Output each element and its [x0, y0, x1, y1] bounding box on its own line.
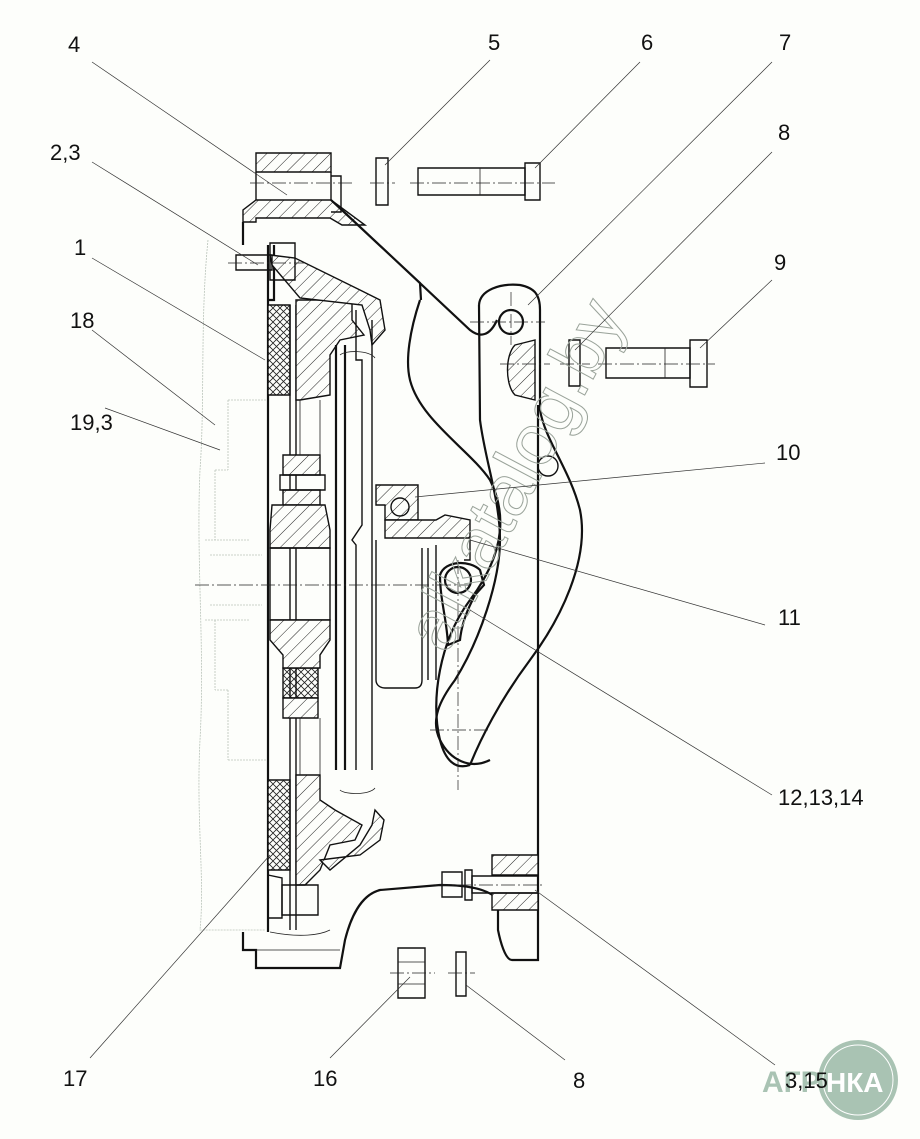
callout-5: 5: [488, 30, 500, 55]
logo-text-right: НКА: [826, 1067, 884, 1098]
callout-8-upper: 8: [778, 120, 790, 145]
callout-2-3: 2,3: [50, 140, 81, 165]
fasteners: [235, 157, 708, 999]
callout-16: 16: [313, 1066, 337, 1091]
callout-labels: 4 5 6 7 8 2,3 9 1 18 19,3 10 11 12,13,14…: [50, 30, 864, 1093]
callout-6: 6: [641, 30, 653, 55]
logo-circle: [818, 1040, 898, 1120]
watermark: alkatalog.by: [389, 286, 641, 664]
callout-17: 17: [63, 1066, 87, 1091]
flywheel-ghost-outline: [198, 239, 268, 931]
callout-10: 10: [776, 440, 800, 465]
callout-4: 4: [68, 32, 80, 57]
logo-circle-ring: [822, 1044, 894, 1116]
clutch-disc-stack: [266, 245, 386, 932]
agronka-logo: АГРО НКА 3,15: [762, 1040, 898, 1120]
callout-11: 11: [778, 605, 801, 630]
leader-lines: [89, 59, 776, 1066]
callout-18: 18: [70, 308, 94, 333]
bell-housing: [241, 152, 540, 970]
callout-8-lower: 8: [573, 1068, 585, 1093]
release-bearing: [375, 484, 471, 689]
center-lines: [195, 182, 715, 974]
callout-1: 1: [74, 235, 86, 260]
callout-19-3: 19,3: [70, 410, 113, 435]
callout-9: 9: [774, 250, 786, 275]
callout-7: 7: [779, 30, 791, 55]
callout-12-13-14: 12,13,14: [778, 785, 864, 810]
svg-text:alkatalog.by: alkatalog.by: [390, 286, 641, 663]
callout-3-15: 3,15: [785, 1068, 828, 1093]
